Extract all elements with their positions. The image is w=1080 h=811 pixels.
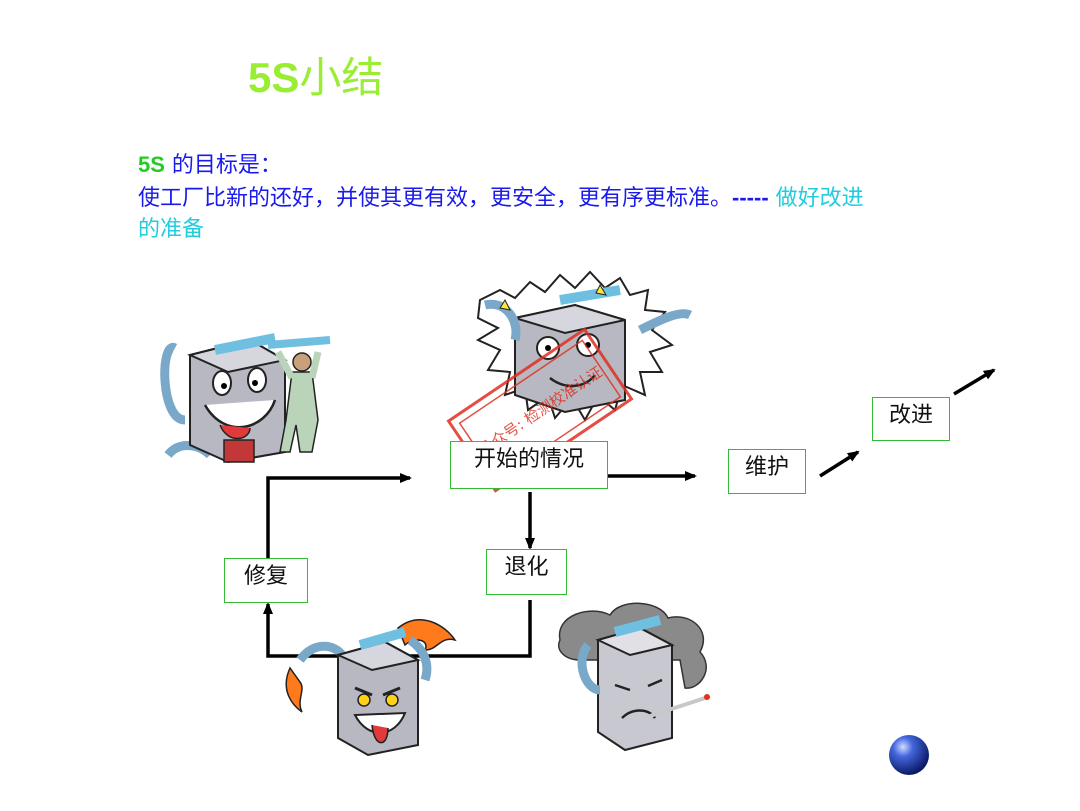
goal-prefix: 5S	[138, 152, 165, 177]
state-box-maintain: 维护	[728, 449, 806, 494]
sick-machine-icon	[558, 602, 710, 752]
goal-body-line-1: 使工厂比新的还好，并使其更有效，更安全，更有序更标准。----- 做好改进	[138, 183, 864, 214]
state-box-improve: 改进	[872, 397, 950, 441]
happy-machine-icon	[160, 333, 331, 464]
state-box-start: 开始的情况	[450, 441, 608, 489]
arrow-repair-to-start	[266, 473, 412, 560]
title-prefix: 5S	[248, 54, 300, 101]
title-suffix: 小结	[299, 53, 384, 102]
blue-sphere-icon	[889, 735, 929, 775]
goal-dash: -----	[732, 185, 769, 210]
goal-label: 的目标是：	[164, 153, 282, 178]
shocked-machine-icon	[475, 270, 693, 423]
state-box-degrade: 退化	[486, 549, 567, 595]
angry-burning-machine-icon	[285, 619, 457, 757]
goal-heading: 5S 的目标是：	[138, 150, 282, 181]
state-box-repair: 修复	[224, 558, 308, 603]
arrow-improve-up	[953, 368, 996, 396]
goal-tail-2: 的准备	[138, 217, 205, 242]
goal-body: 使工厂比新的还好，并使其更有效，更安全，更有序更标准。	[138, 186, 733, 211]
goal-tail-1: 做好改进	[768, 186, 864, 211]
arrow-maintain-to-improve	[819, 450, 860, 478]
slide-title: 5S小结	[248, 52, 383, 104]
